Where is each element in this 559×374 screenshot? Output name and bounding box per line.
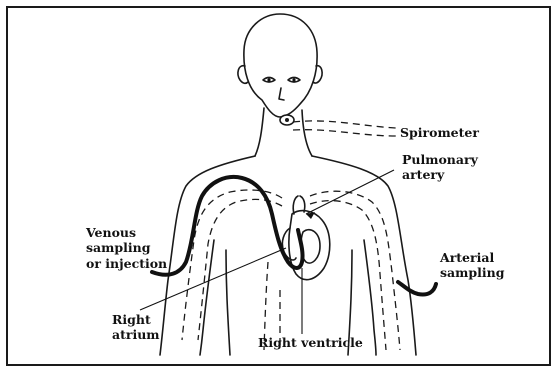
mouth-opening: [285, 118, 289, 122]
label-pulmonary-2: artery: [402, 167, 445, 182]
neck-left: [255, 108, 264, 156]
right-vessel-outer: [310, 191, 400, 350]
arterial-catheter: [398, 282, 436, 295]
label-pulmonary-1: Pulmonary: [402, 152, 479, 167]
label-venous-1: Venous: [85, 225, 136, 240]
spirometer-tube: [293, 121, 396, 128]
label-venous-2: sampling: [86, 240, 151, 255]
left-pupil: [267, 78, 270, 81]
right-shoulder-arm: [312, 156, 416, 355]
spirometer-tube-2: [293, 130, 396, 136]
neck-right: [302, 110, 312, 156]
label-arterial-1: Arterial: [439, 250, 494, 265]
label-right-atrium-1: Right: [112, 312, 151, 327]
head-outline: [244, 14, 317, 117]
left-torso: [226, 250, 230, 355]
label-right-ventricle: Right ventricle: [258, 335, 363, 350]
right-pupil: [292, 78, 295, 81]
nose: [279, 88, 284, 100]
label-venous-3: or injection: [86, 256, 167, 271]
pulmonary-leader: [306, 170, 394, 214]
right-inner-arm: [364, 240, 376, 355]
label-arterial-2: sampling: [440, 265, 505, 280]
label-spirometer: Spirometer: [400, 125, 479, 140]
label-right-atrium-2: atrium: [112, 327, 160, 342]
